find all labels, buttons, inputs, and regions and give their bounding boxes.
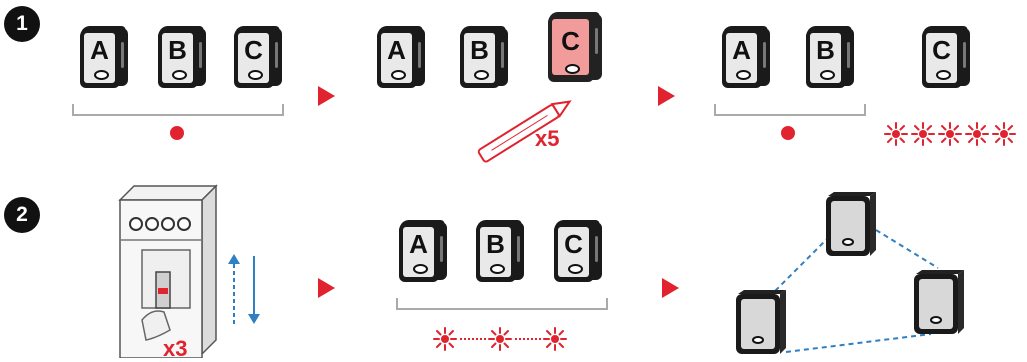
- device-icon: [736, 290, 786, 354]
- blink-sequence-5: [884, 122, 1016, 146]
- device-a-letter: A: [387, 35, 406, 65]
- toggle-count-label: x3: [163, 336, 188, 361]
- step-2-number: 2: [16, 203, 28, 226]
- device-a-icon: A: [377, 26, 427, 90]
- arrow-right-icon: [318, 278, 335, 298]
- group-bracket: [396, 298, 608, 310]
- device-c-letter: C: [244, 35, 263, 65]
- blink-star-icon: [911, 122, 935, 146]
- device-c-icon: C: [922, 26, 972, 90]
- step-1-number: 1: [16, 12, 28, 35]
- blink-star-icon: [543, 327, 567, 351]
- device-a-letter: A: [90, 35, 109, 65]
- device-network: [736, 192, 964, 354]
- arrow-right-icon: [318, 86, 335, 106]
- device-c-letter: C: [561, 26, 580, 56]
- blink-star-icon: [433, 327, 457, 351]
- device-a-icon: A: [80, 26, 130, 90]
- device-b-letter: B: [470, 35, 489, 65]
- device-c-icon: C: [234, 26, 284, 90]
- device-b-icon: B: [476, 220, 526, 284]
- blink-star-icon: [938, 122, 962, 146]
- device-a-icon: A: [399, 220, 449, 284]
- blink-star-icon: [965, 122, 989, 146]
- device-b-icon: B: [460, 26, 510, 90]
- circuit-breaker-icon: [118, 184, 218, 358]
- toggle-arrows-icon: [228, 254, 260, 324]
- device-icon: [914, 270, 964, 334]
- blink-star-icon: [488, 327, 512, 351]
- red-dot-icon: [170, 126, 184, 140]
- device-c-letter: C: [932, 35, 951, 65]
- step-1-badge: 1: [4, 6, 40, 42]
- step-2-badge: 2: [4, 197, 40, 233]
- blink-star-icon: [884, 122, 908, 146]
- arrow-right-icon: [662, 278, 679, 298]
- device-icon: [826, 192, 876, 256]
- device-a-icon: A: [722, 26, 772, 90]
- press-count-label: x5: [535, 126, 560, 151]
- group-bracket: [72, 104, 284, 116]
- group-bracket: [714, 104, 866, 116]
- pen-icon: [477, 100, 572, 163]
- blink-sequence-3: [433, 327, 567, 351]
- blink-star-icon: [992, 122, 1016, 146]
- device-b-letter: B: [486, 229, 505, 259]
- device-c-highlighted-icon: C: [548, 12, 604, 82]
- device-b-icon: B: [806, 26, 856, 90]
- device-a-letter: A: [732, 35, 751, 65]
- red-dot-icon: [781, 126, 795, 140]
- device-c-letter: C: [564, 229, 583, 259]
- device-b-icon: B: [158, 26, 208, 90]
- device-c-icon: C: [554, 220, 604, 284]
- device-a-letter: A: [409, 229, 428, 259]
- device-b-letter: B: [816, 35, 835, 65]
- device-b-letter: B: [168, 35, 187, 65]
- arrow-right-icon: [658, 86, 675, 106]
